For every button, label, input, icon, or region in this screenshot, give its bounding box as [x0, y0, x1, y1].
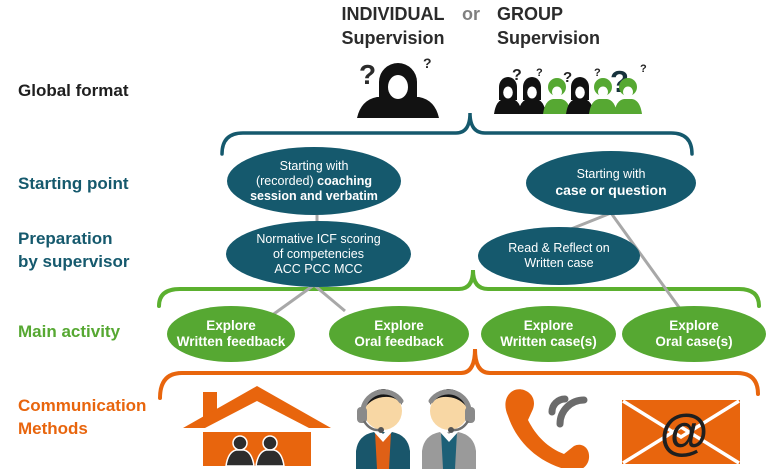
group-person-green	[589, 78, 617, 114]
teal-brace	[220, 112, 694, 156]
oval-starting-individual: Starting with (recorded) coaching sessio…	[227, 147, 401, 215]
oval-explore-written-cases: Explore Written case(s)	[481, 306, 616, 362]
row-label-main-activity: Main activity	[18, 322, 121, 341]
house-roof	[183, 386, 331, 428]
oval-starting-group: Starting with case or question	[526, 151, 696, 215]
oval-text-line: Written feedback	[176, 334, 286, 349]
question-mark-icon: ?	[423, 55, 432, 71]
oval-text-line: of competencies	[272, 246, 365, 261]
house-meeting-icon	[183, 386, 331, 466]
communication-label-line2: Methods	[18, 419, 88, 438]
oval-text-line: Oral feedback	[354, 334, 444, 349]
orange-brace-path	[158, 348, 760, 400]
headset-people-icon	[356, 389, 476, 469]
preparation-label-line1: Preparation	[18, 229, 113, 248]
oval-text-line: Normative ICF scoring	[256, 231, 381, 246]
oval-text-line: (recorded) coaching	[256, 174, 372, 189]
question-mark-icon: ?	[359, 59, 376, 90]
oval-text-line: Explore	[669, 318, 719, 333]
question-mark-icon: ?	[640, 63, 647, 75]
oval-explore-oral-cases: Explore Oral case(s)	[622, 306, 766, 362]
individual-title-line1: INDIVIDUAL	[341, 4, 445, 24]
oval-text-line: Explore	[374, 318, 424, 333]
preparation-label-line2: by supervisor	[18, 252, 130, 271]
oval-text-line: Written case	[524, 256, 594, 270]
row-label-preparation: Preparation by supervisor	[18, 227, 130, 273]
question-mark-icon: ?	[594, 67, 601, 79]
phone-icon	[505, 389, 590, 468]
connector-prep-to-oral-feedback	[313, 283, 346, 313]
oval-preparation-group: Read & Reflect on Written case	[478, 227, 640, 285]
row-label-starting-point: Starting point	[18, 174, 129, 193]
row-label-global-format: Global format	[18, 81, 129, 100]
group-person-black	[518, 77, 546, 114]
oval-text-bold: coaching	[317, 173, 372, 188]
oval-text-line: session and verbatim	[250, 189, 378, 204]
question-mark-icon: ?	[512, 67, 522, 84]
oval-text-line: Explore	[206, 318, 256, 333]
oval-explore-oral-feedback: Explore Oral feedback	[329, 306, 469, 362]
woman-face	[388, 75, 408, 99]
teal-brace-path	[220, 112, 694, 156]
question-mark-icon: ?	[563, 69, 572, 86]
green-brace-path	[157, 269, 761, 308]
at-sign-icon: @	[660, 404, 709, 460]
individual-supervision-title: INDIVIDUAL Supervision	[325, 2, 461, 50]
phone-handset	[505, 389, 590, 468]
oval-text-line: Starting with	[576, 167, 646, 181]
connector-prep-to-written-feedback	[270, 283, 315, 318]
connector-group-start-to-oral-case	[609, 212, 688, 318]
oval-explore-written-feedback: Explore Written feedback	[167, 306, 295, 362]
headset-person-left	[356, 389, 410, 469]
oval-text-line: case or question	[555, 182, 667, 198]
envelope-top-flap	[622, 400, 740, 440]
question-mark-icon: ?	[536, 67, 543, 79]
oval-text-line: Read & Reflect on	[508, 241, 610, 255]
oval-text-line: Starting with	[279, 158, 349, 173]
individual-person-icon: ? ?	[357, 55, 439, 118]
or-label: or	[462, 4, 480, 24]
email-icon: @	[622, 400, 740, 465]
group-people-icon: ? ? ? ? ? ?	[494, 63, 647, 114]
group-person-black	[494, 77, 522, 114]
phone-signal-waves	[548, 395, 588, 428]
group-title-line2: Supervision	[497, 28, 601, 48]
house-people-silhouettes	[225, 435, 285, 466]
group-title-line1: GROUP	[497, 4, 564, 24]
oval-text-line: Written case(s)	[500, 334, 597, 349]
green-brace	[157, 269, 761, 308]
oval-preparation-individual: Normative ICF scoring of competencies AC…	[226, 221, 411, 287]
oval-text-bold: session and verbatim	[250, 188, 378, 203]
oval-text-line: ACC PCC MCC	[274, 261, 363, 276]
oval-text-line: Explore	[523, 318, 574, 333]
orange-brace	[158, 348, 760, 400]
group-person-green	[614, 78, 642, 114]
woman-body	[357, 97, 439, 118]
individual-title-line2: Supervision	[341, 28, 445, 48]
row-label-communication-methods: Communication Methods	[18, 394, 146, 440]
headset-person-right	[422, 389, 476, 469]
group-person-black	[566, 77, 594, 114]
oval-text-line: Oral case(s)	[655, 334, 733, 349]
envelope-bottom-flap	[622, 424, 740, 465]
communication-label-line1: Communication	[18, 396, 147, 415]
group-supervision-title: GROUP Supervision	[497, 2, 600, 50]
oval-text-regular: (recorded)	[255, 173, 318, 188]
group-person-green	[543, 78, 571, 114]
